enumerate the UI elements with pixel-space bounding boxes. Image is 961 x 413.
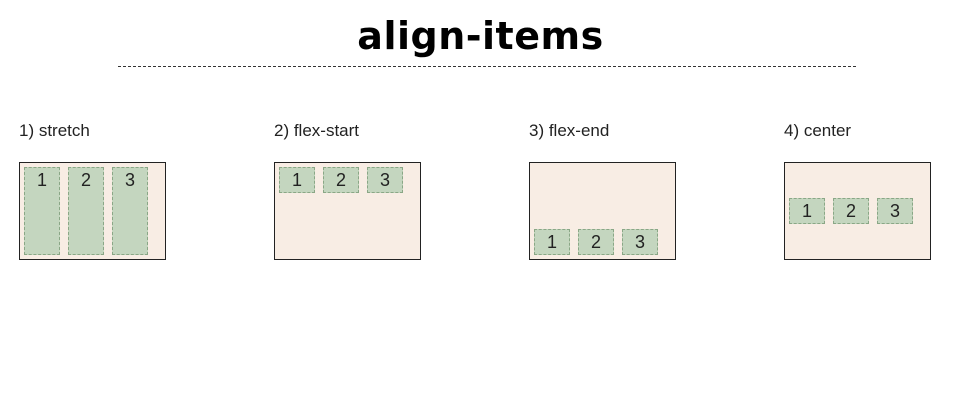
flex-item: 3 xyxy=(112,167,148,255)
flex-item: 3 xyxy=(367,167,403,193)
flex-container: 1 2 3 xyxy=(19,162,166,260)
flex-item: 1 xyxy=(24,167,60,255)
flex-item: 1 xyxy=(534,229,570,255)
flex-container: 1 2 3 xyxy=(784,162,931,260)
example-flex-end: 3) flex-end 1 2 3 xyxy=(529,120,679,260)
flex-item: 2 xyxy=(68,167,104,255)
example-label: 3) flex-end xyxy=(529,121,610,140)
example-stretch: 1) stretch 1 2 3 xyxy=(19,120,169,260)
flex-container: 1 2 3 xyxy=(529,162,676,260)
example-label: 4) center xyxy=(784,121,852,140)
page-title: align-items xyxy=(357,14,604,58)
flex-item: 2 xyxy=(323,167,359,193)
example-label: 1) stretch xyxy=(19,121,90,140)
example-flex-start: 2) flex-start 1 2 3 xyxy=(274,120,424,260)
flex-item: 3 xyxy=(877,198,913,224)
flex-item: 2 xyxy=(833,198,869,224)
example-center: 4) center 1 2 3 xyxy=(784,120,934,260)
example-label: 2) flex-start xyxy=(274,121,360,140)
title-divider xyxy=(118,66,856,67)
flex-item: 1 xyxy=(279,167,315,193)
flex-item: 2 xyxy=(578,229,614,255)
flex-container: 1 2 3 xyxy=(274,162,421,260)
flex-item: 3 xyxy=(622,229,658,255)
flex-item: 1 xyxy=(789,198,825,224)
